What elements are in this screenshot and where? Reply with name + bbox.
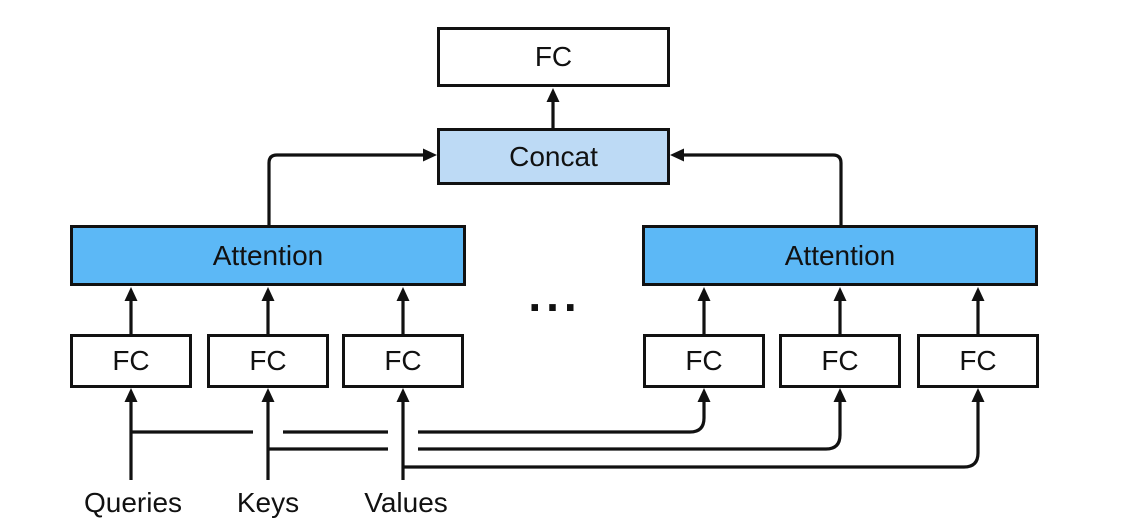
arrowhead-keys-to-fc5 (833, 388, 847, 402)
input-label-values: Values (364, 487, 448, 518)
arrowhead-queries-to-fc4 (697, 388, 711, 402)
arrowhead-fc6-to-attention (971, 287, 985, 301)
ellipsis-more-heads: ... (528, 269, 582, 321)
node-attention-right-label: Attention (784, 239, 896, 271)
arrowhead-queries-to-fc1 (124, 388, 138, 402)
node-attention-left: Attention (70, 225, 466, 286)
arrowhead-fc4-to-attention (697, 287, 711, 301)
node-fc-label: FC (384, 345, 422, 376)
node-fc-label: FC (112, 345, 150, 376)
node-output-fc-label: FC (534, 41, 573, 72)
arrowhead-concat-to-output-fc (546, 88, 560, 102)
node-fc-queries-right: FC (643, 334, 765, 388)
node-attention-left-label: Attention (212, 239, 324, 271)
edge-keys-branch (268, 401, 842, 451)
node-fc-keys-left: FC (207, 334, 329, 388)
edge-attention-left-to-concat (267, 153, 424, 225)
arrowhead-values-to-fc6 (971, 388, 985, 402)
node-fc-values-right: FC (917, 334, 1039, 388)
input-label-queries: Queries (83, 487, 183, 518)
arrowhead-attention-right-to-concat (670, 148, 684, 162)
node-fc-values-left: FC (342, 334, 464, 388)
input-label-keys: Keys (236, 487, 300, 518)
node-fc-label: FC (249, 345, 287, 376)
node-output-fc: FC (437, 27, 670, 87)
arrowhead-values-to-fc3 (396, 388, 410, 402)
node-concat: Concat (437, 128, 670, 185)
node-concat-label: Concat (509, 140, 598, 172)
arrowhead-fc5-to-attention (833, 287, 847, 301)
arrowhead-fc1-to-attention (124, 287, 138, 301)
node-fc-label: FC (959, 345, 997, 376)
edge-values-branch (403, 401, 980, 469)
node-fc-label: FC (685, 345, 723, 376)
edge-queries-branch (131, 401, 706, 434)
arrowhead-keys-to-fc2 (261, 388, 275, 402)
edge-attention-right-to-concat (683, 153, 843, 225)
node-attention-right: Attention (642, 225, 1038, 286)
arrowhead-fc2-to-attention (261, 287, 275, 301)
node-fc-keys-right: FC (779, 334, 901, 388)
arrowhead-attention-left-to-concat (423, 148, 437, 162)
node-fc-queries-left: FC (70, 334, 192, 388)
arrowhead-fc3-to-attention (396, 287, 410, 301)
node-fc-label: FC (821, 345, 859, 376)
